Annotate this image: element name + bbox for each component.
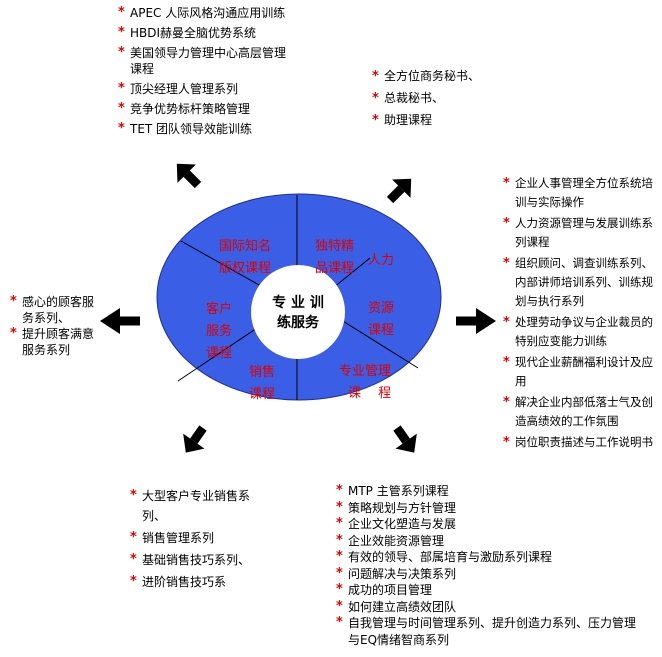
- list-item: 策略规划与方针管理: [336, 500, 636, 517]
- list-item: 成功的项目管理: [336, 582, 636, 599]
- list-item: 有效的领导、部属培育与激励系列课程: [336, 549, 636, 566]
- segment-sales-line2: 课程: [249, 387, 275, 402]
- list-top-right-courses: 全方位商务秘书、 总裁秘书、 助理课程: [372, 67, 482, 133]
- arrow-left-icon: [100, 308, 140, 334]
- segment-hr-line3: 课程: [368, 323, 394, 338]
- list-item: MTP 主管系列课程: [336, 483, 636, 500]
- arrow-down-left-icon: [183, 425, 207, 453]
- list-item: 提升顾客满意服务系列: [10, 326, 105, 358]
- segment-dividers: [177, 195, 419, 400]
- segment-professional-line2: 课 程: [348, 386, 391, 401]
- list-item: 人力资源管理与发展训练系列课程: [503, 214, 658, 252]
- segment-unique-line1: 独特精: [315, 239, 354, 254]
- segment-unique-line2: 品课程: [315, 261, 354, 276]
- list-item: 岗位职责描述与工作说明书: [503, 433, 658, 452]
- list-item: 全方位商务秘书、: [372, 67, 482, 86]
- list-item: 竞争优势标杆策略管理: [118, 101, 288, 117]
- list-item: 企业人事管理全方位系统培训与实际操作: [503, 174, 658, 212]
- list-item: 大型客户专业销售系列、: [130, 486, 250, 526]
- arrow-right-icon: [456, 308, 496, 334]
- center-label-line1: 专 业 训: [272, 294, 324, 311]
- segment-hr-line1: 人力: [368, 253, 394, 268]
- list-item: 现代企业薪酬福利设计及应用: [503, 353, 658, 391]
- list-bottom-left-courses: 大型客户专业销售系列、 销售管理系列 基础销售技巧系列、 进阶销售技巧系: [130, 486, 250, 594]
- list-item: 美国领导力管理中心高层管理课程: [118, 45, 288, 77]
- segment-customer-line2: 服务: [206, 323, 232, 339]
- segment-professional-line1: 专业管理: [339, 364, 391, 379]
- segment-customer-line1: 客户: [206, 301, 232, 317]
- list-item: APEC 人际风格沟通应用训练: [118, 5, 288, 21]
- list-item: 进阶销售技巧系: [130, 572, 250, 592]
- list-item: 如何建立高绩效团队: [336, 599, 636, 616]
- segment-international-line2: 版权课程: [219, 260, 271, 276]
- arrow-down-right-icon: [393, 425, 417, 453]
- segment-customer-line3: 课程: [206, 346, 232, 361]
- list-item: 自我管理与时间管理系列、提升创造力系列、压力管理与EQ情绪智商系列: [336, 615, 636, 648]
- arrow-up-right-icon: [386, 178, 412, 204]
- list-item: 感心的顾客服务系列、: [10, 294, 105, 326]
- segment-hr-line2: 资源: [368, 301, 394, 316]
- center-label-line2: 练服务: [277, 314, 320, 331]
- arrow-up-left-icon: [176, 163, 202, 189]
- list-right-courses: 企业人事管理全方位系统培训与实际操作 人力资源管理与发展训练系列课程 组织顾问、…: [503, 174, 658, 454]
- list-item: 企业效能资源管理: [336, 533, 636, 550]
- list-bottom-right-courses: MTP 主管系列课程 策略规划与方针管理 企业文化塑造与发展 企业效能资源管理 …: [336, 483, 636, 648]
- center-circle: [251, 265, 345, 359]
- list-item: HBDI赫曼全脑优势系统: [118, 25, 288, 41]
- list-item: TET 团队领导效能训练: [118, 121, 288, 137]
- list-item: 解决企业内部低落士气及创造高绩效的工作氛围: [503, 393, 658, 431]
- list-top-left-courses: APEC 人际风格沟通应用训练 HBDI赫曼全脑优势系统 美国领导力管理中心高层…: [118, 5, 288, 141]
- segment-international-line1: 国际知名: [219, 238, 271, 254]
- segment-sales-line1: 销售: [249, 364, 275, 380]
- list-left-courses: 感心的顾客服务系列、 提升顾客满意服务系列: [10, 294, 105, 358]
- list-item: 问题解决与决策系列: [336, 566, 636, 583]
- list-item: 总裁秘书、: [372, 89, 482, 108]
- list-item: 顶尖经理人管理系列: [118, 81, 288, 97]
- list-item: 基础销售技巧系列、: [130, 550, 250, 570]
- list-item: 处理劳动争议与企业裁员的特别应变能力训练: [503, 313, 658, 351]
- list-item: 企业文化塑造与发展: [336, 516, 636, 533]
- list-item: 助理课程: [372, 111, 482, 130]
- list-item: 销售管理系列: [130, 528, 250, 548]
- list-item: 组织顾问、调查训练系列、内部讲师培训系列、训练规划与执行系列: [503, 254, 658, 311]
